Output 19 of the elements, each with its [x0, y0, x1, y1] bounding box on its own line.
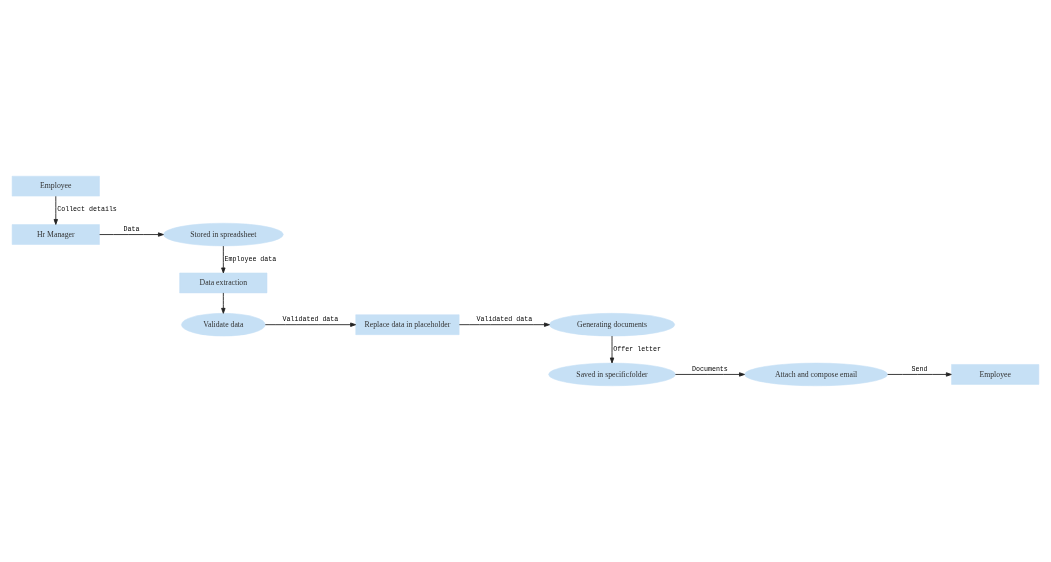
node-ellipse: Saved in specificfolder — [548, 362, 676, 387]
node-ellipse: Validate data — [181, 313, 266, 337]
node-box: Hr Manager — [11, 224, 100, 245]
arrow — [458, 322, 550, 327]
arrow — [675, 372, 745, 377]
node-box: Employee — [11, 175, 100, 197]
node-box: Replace data in placeholder — [355, 314, 460, 335]
arrow — [53, 195, 58, 225]
node-box: Data extraction — [179, 272, 268, 294]
node-ellipse: Stored in spreadsheet — [163, 222, 284, 247]
arrow — [221, 245, 226, 274]
arrow — [221, 292, 226, 314]
arrow — [264, 322, 357, 327]
node-ellipse: Generating documents — [549, 313, 675, 337]
node-box: Employee — [951, 364, 1040, 385]
node-ellipse: Attach and compose email — [744, 362, 888, 387]
arrow — [99, 232, 164, 237]
arrow — [609, 335, 615, 364]
arrow — [887, 372, 952, 377]
